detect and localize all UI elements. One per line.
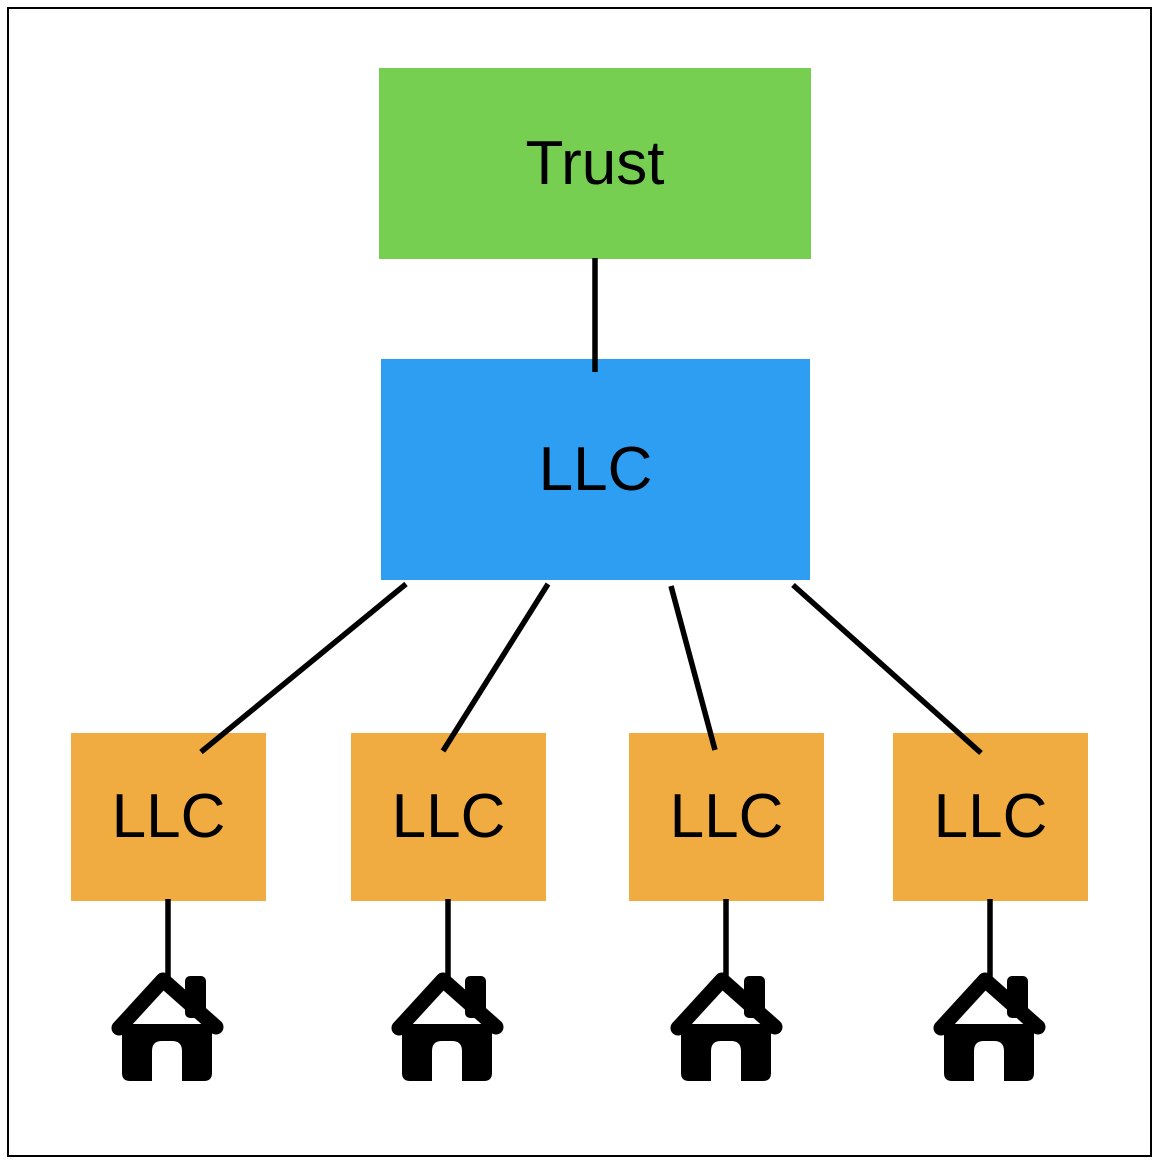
outer-border xyxy=(7,7,1152,1157)
node-llc-child-2-label: LLC xyxy=(391,782,506,851)
house-icon xyxy=(391,970,505,1082)
node-llc-parent-label: LLC xyxy=(538,434,653,504)
node-llc-child-4-label: LLC xyxy=(933,782,1048,851)
house-icon xyxy=(670,970,784,1082)
node-llc-child-1-label: LLC xyxy=(111,782,226,851)
node-llc-child-3: LLC xyxy=(629,733,824,901)
node-llc-parent: LLC xyxy=(381,359,810,580)
node-llc-child-4: LLC xyxy=(893,733,1088,901)
node-llc-child-1: LLC xyxy=(71,733,266,901)
node-trust-label: Trust xyxy=(525,128,665,198)
node-trust: Trust xyxy=(379,68,811,259)
house-icon xyxy=(933,970,1047,1082)
node-llc-child-2: LLC xyxy=(351,733,546,901)
node-llc-child-3-label: LLC xyxy=(669,782,784,851)
house-icon xyxy=(111,970,225,1082)
